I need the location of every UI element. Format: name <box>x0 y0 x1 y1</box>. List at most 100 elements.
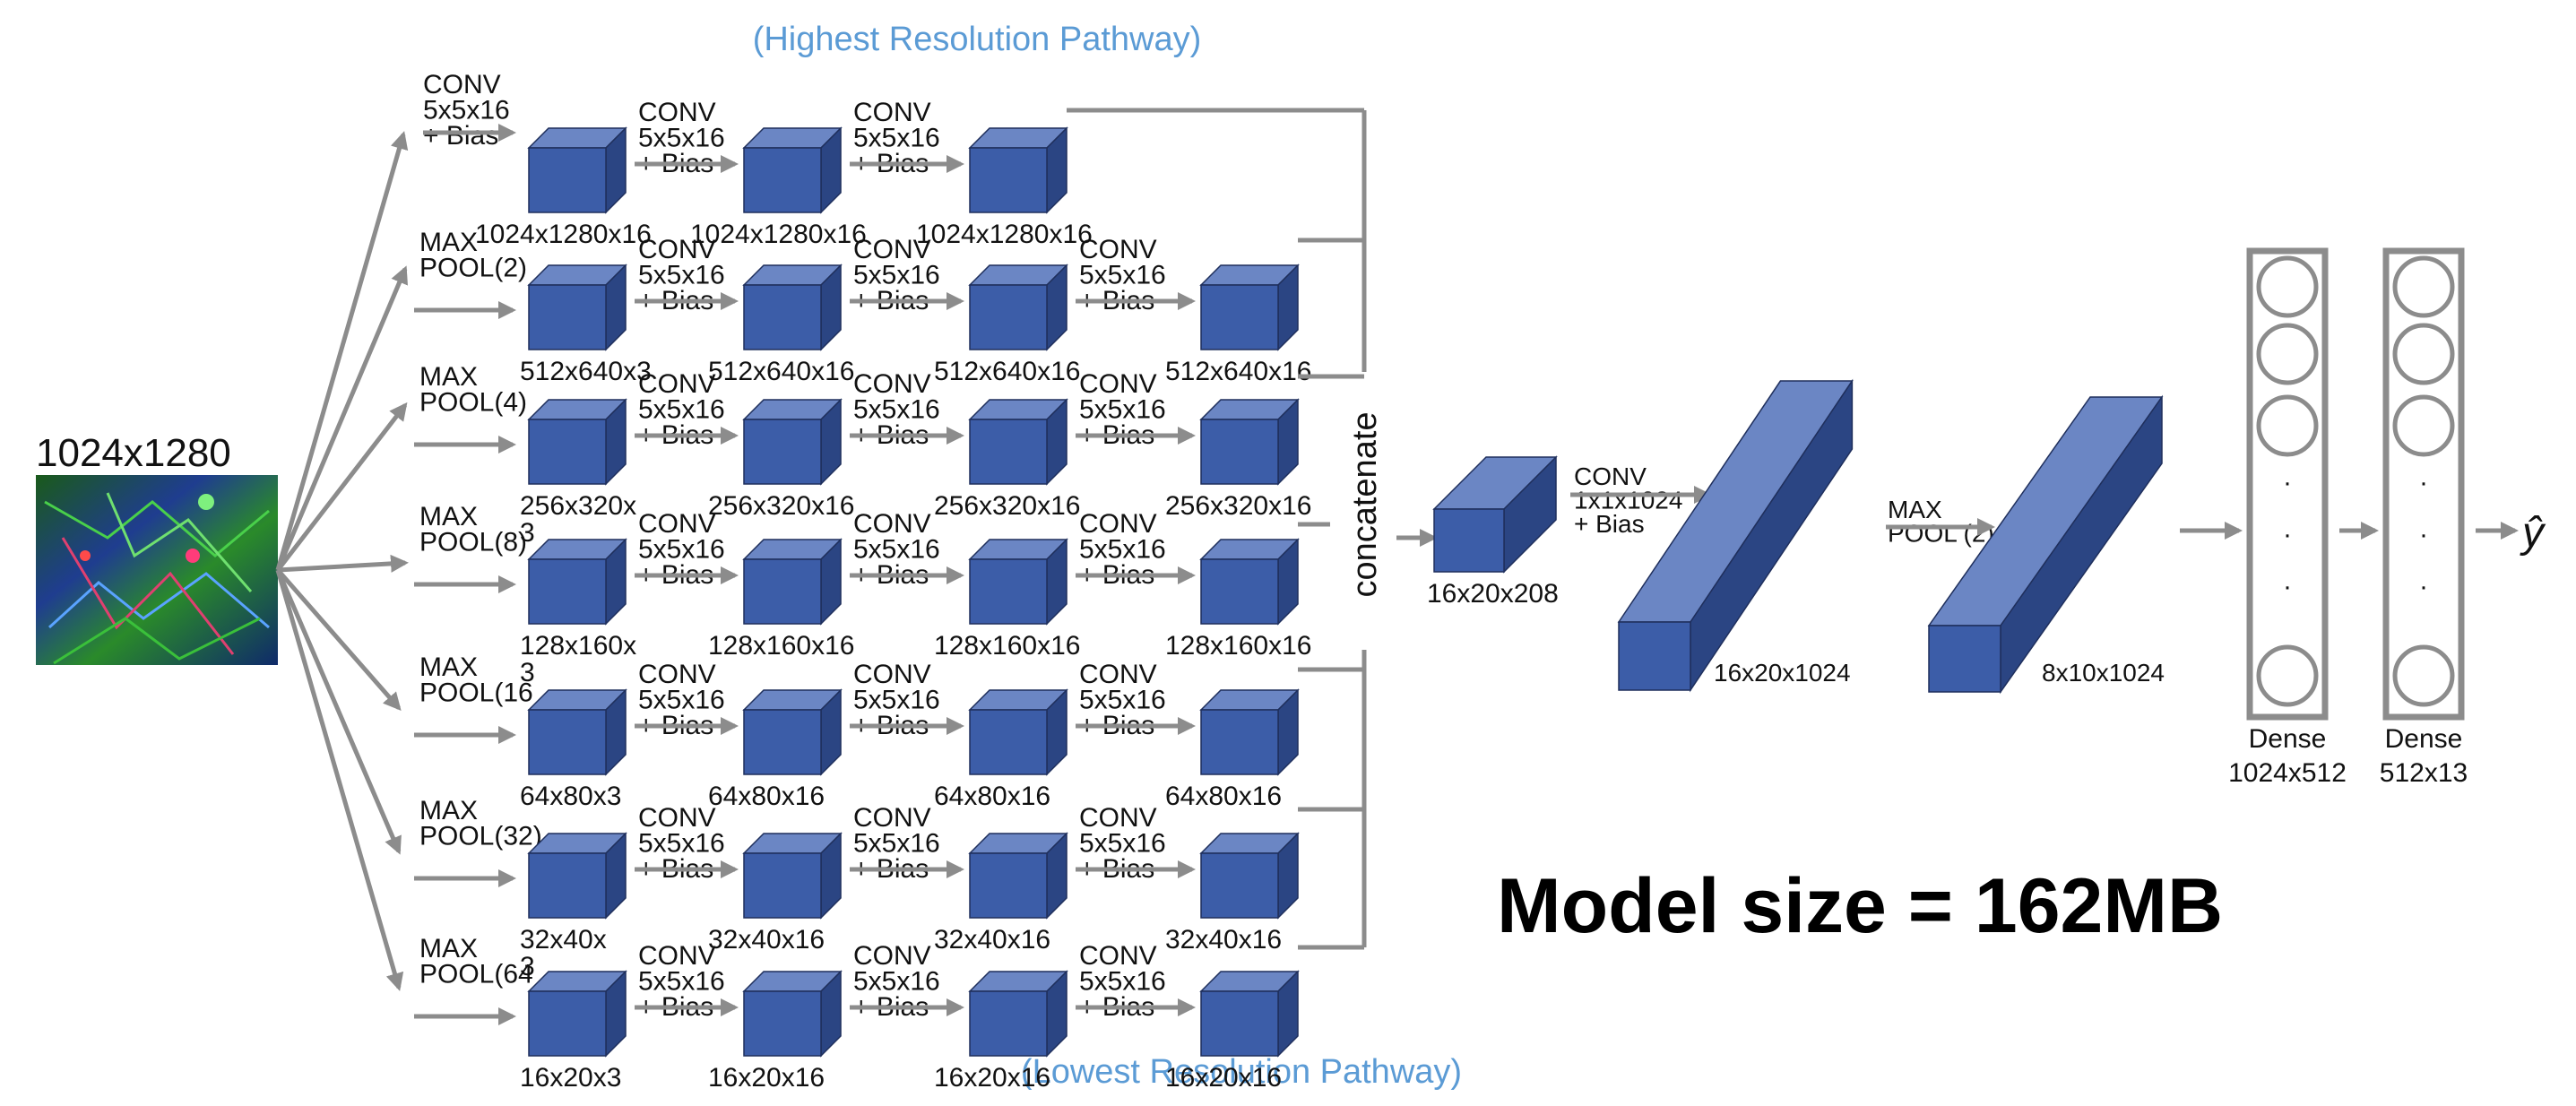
block-size-label: 128x160x16 <box>708 631 854 661</box>
neuron <box>2256 255 2319 318</box>
block-size-label: 512x640x16 <box>708 357 854 386</box>
input-size-label: 1024x1280 <box>36 431 231 475</box>
conv-op-label-line: CONV <box>853 98 931 127</box>
conv-op-label-line: 5x5x16 <box>853 124 940 153</box>
input-op-label-line: POOL(4) <box>419 388 527 418</box>
conv-op-label-line: CONV <box>853 941 931 971</box>
block-size-label: 16x20x16 <box>1165 1063 1282 1093</box>
block-size-label: 256x320x16 <box>708 491 854 521</box>
conv-op-label-line: 5x5x16 <box>1079 967 1166 997</box>
neuron <box>2392 323 2455 385</box>
block-size-label: 128x160x16 <box>1165 631 1311 661</box>
conv-op-label-line: 5x5x16 <box>1079 261 1166 290</box>
conv1x1-label-line: + Bias <box>1574 510 1645 538</box>
feature-block <box>1199 538 1300 626</box>
fan-arrow-7 <box>275 569 404 991</box>
conv-op-label-line: CONV <box>638 941 716 971</box>
fan-arrow-6 <box>275 569 402 855</box>
output-y-hat: ŷ <box>2520 509 2546 557</box>
conv-op-label-line: CONV <box>853 235 931 264</box>
block-size-label: 64x80x16 <box>708 782 825 811</box>
ellipsis-dot: · <box>2283 468 2292 497</box>
feature-block <box>968 264 1068 351</box>
feature-block <box>742 688 843 776</box>
conv-op-label-line: CONV <box>1079 803 1157 833</box>
block-size-label: 1024x1280x16 <box>916 220 1093 249</box>
conv-op-label-line: CONV <box>853 660 931 689</box>
feature-block <box>742 264 843 351</box>
input-op-label-line: MAX <box>419 934 478 963</box>
feature-block <box>1199 264 1300 351</box>
conv-op-label-line: CONV <box>1079 235 1157 264</box>
concat-size-label: 16x20x208 <box>1427 579 1559 609</box>
block-size-label: 256x320x16 <box>934 491 1080 521</box>
dense-dims: 512x13 <box>2380 758 2468 788</box>
feature-block <box>1199 398 1300 486</box>
input-microscopy-image <box>36 475 278 665</box>
conv-op-label-line: 5x5x16 <box>1079 829 1166 859</box>
neuron <box>2392 644 2455 707</box>
feature-block <box>968 688 1068 776</box>
feature-block <box>742 970 843 1058</box>
feature-block <box>968 398 1068 486</box>
block-size-label: 32x40x16 <box>1165 925 1282 955</box>
block-16x20x1024 <box>1617 378 1854 693</box>
block-8x10x1024 <box>1927 394 2164 695</box>
ellipsis-dot: · <box>2283 572 2292 601</box>
input-op-label-line: POOL(16 <box>419 678 533 708</box>
neuron <box>2256 644 2319 707</box>
conv-op-label-line: 5x5x16 <box>853 261 940 290</box>
conv-op-label-line: 5x5x16 <box>1079 535 1166 565</box>
conv-op-label-line: 5x5x16 <box>853 395 940 425</box>
input-op-label-line: MAX <box>419 652 478 682</box>
fan-arrow-2 <box>275 265 408 571</box>
fan-arrow-1 <box>275 131 409 571</box>
block-size-label: 16x20x3 <box>520 1063 621 1093</box>
conv-op-label-line: CONV <box>1079 369 1157 399</box>
conv-op-label-line: CONV <box>638 369 716 399</box>
input-op-label-line: POOL(32) <box>419 822 542 851</box>
input-op-label-line: POOL(8) <box>419 528 527 557</box>
fan-arrow-4 <box>277 554 409 573</box>
feature-block <box>968 832 1068 920</box>
input-op-label-line: + Bias <box>423 121 498 151</box>
pathway-bottom-label: (Lowest Resolution Pathway) <box>1021 1053 1462 1091</box>
maxpool2-label-line: MAX <box>1888 496 1942 523</box>
feature-block <box>527 264 627 351</box>
feature-block <box>1199 970 1300 1058</box>
conv-op-label-line: CONV <box>1079 509 1157 539</box>
block-size-label: 64x80x16 <box>1165 782 1282 811</box>
block-size-label: 512x640x3 <box>520 357 652 386</box>
conv-op-label-line: 5x5x16 <box>638 967 725 997</box>
feature-block <box>742 832 843 920</box>
conv1x1-label-line: CONV <box>1574 462 1647 490</box>
conv-op-label-line: CONV <box>1079 941 1157 971</box>
ellipsis-dot: · <box>2419 572 2428 601</box>
dense-dims: 1024x512 <box>2228 758 2347 788</box>
feature-block <box>527 970 627 1058</box>
feature-block <box>968 970 1068 1058</box>
feature-block <box>527 398 627 486</box>
conv-op-label-line: 5x5x16 <box>638 829 725 859</box>
neuron <box>2392 255 2455 318</box>
feature-block <box>1199 832 1300 920</box>
feature-block <box>527 126 627 214</box>
conv-op-label-line: 5x5x16 <box>638 261 725 290</box>
conv-op-label-line: 5x5x16 <box>853 829 940 859</box>
input-op-label-line: MAX <box>419 502 478 531</box>
